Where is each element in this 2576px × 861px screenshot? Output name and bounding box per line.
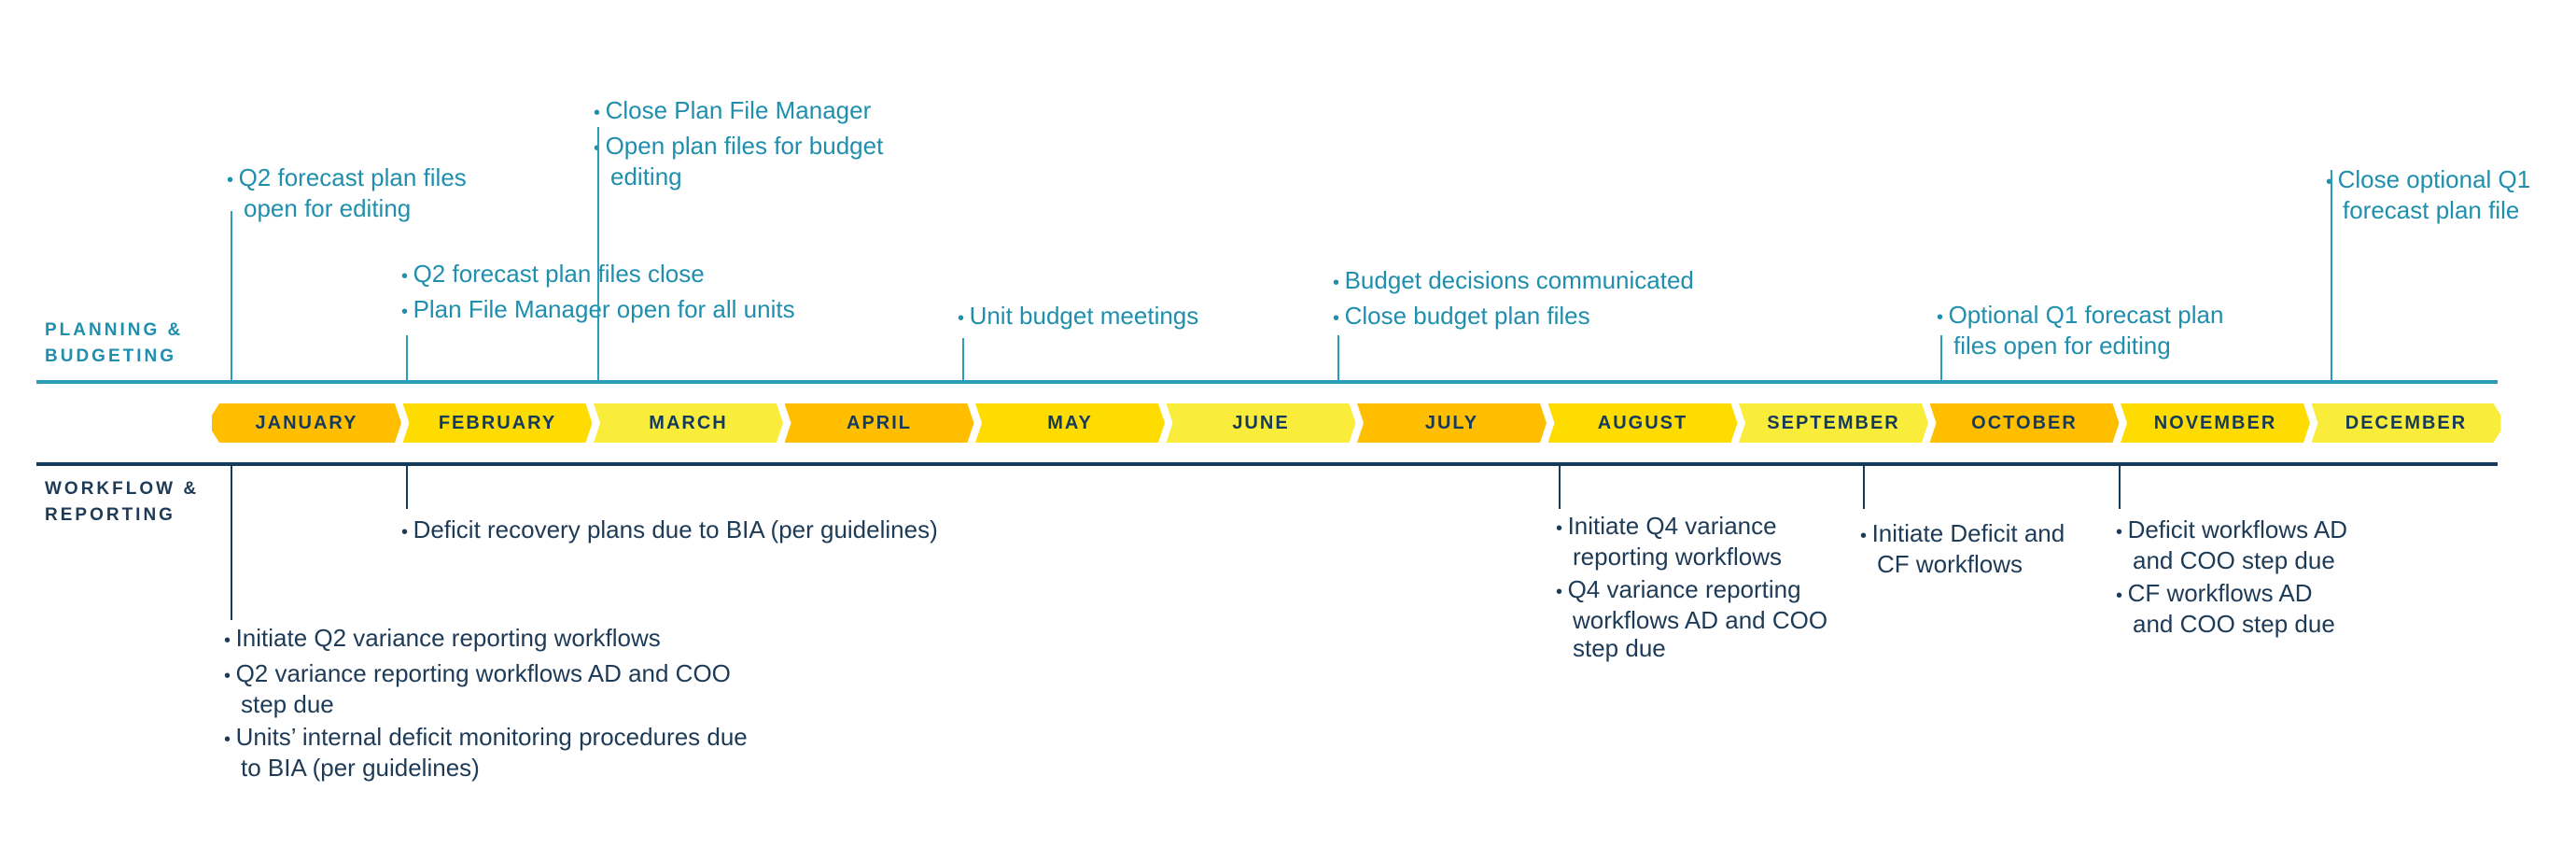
month-january: JANUARY [212, 403, 401, 443]
month-march: MARCH [594, 403, 783, 443]
milestone-text: Q2 forecast plan files [227, 163, 467, 194]
milestone-text: Close optional Q1 [2326, 165, 2531, 196]
milestone-item: Initiate Q2 variance reporting workflows [224, 624, 748, 655]
milestone-connector [1940, 335, 1942, 381]
month-november: NOVEMBER [2121, 403, 2310, 443]
milestone-text: Q2 forecast plan files close [401, 260, 795, 290]
milestone-text: open for editing [244, 194, 412, 222]
planning-milestone-mar: Close Plan File ManagerOpen plan files f… [594, 96, 884, 195]
month-may: MAY [975, 403, 1165, 443]
milestone-text: step due [1573, 634, 1666, 662]
month-june: JUNE [1166, 403, 1356, 443]
planning-milestone-feb: Q2 forecast plan files closePlan File Ma… [401, 260, 795, 331]
milestone-text: Q4 variance reporting [1556, 575, 1827, 606]
milestone-item: Unit budget meetings [958, 302, 1199, 332]
milestone-text: Close Plan File Manager [594, 96, 883, 127]
milestone-connector [597, 127, 599, 381]
milestone-text: Open plan files for budget [594, 132, 884, 162]
workflow-milestone-feb: Deficit recovery plans due to BIA (per g… [401, 515, 938, 551]
milestone-item: Close budget plan files [1333, 302, 1694, 332]
milestone-text: Plan File Manager open for all units [401, 295, 795, 326]
milestone-text: Unit budget meetings [958, 302, 1199, 332]
lane-label-line: BUDGETING [45, 346, 176, 366]
lane-label-line: PLANNING & [45, 320, 184, 340]
milestone-text: CF workflows AD [2116, 579, 2347, 610]
milestone-text: and COO step due [2133, 546, 2335, 574]
milestone-item: Close Plan File Manager [594, 96, 883, 127]
milestone-item: Budget decisions communicated [1333, 266, 1694, 297]
month-april: APRIL [784, 403, 974, 443]
milestone-text: Budget decisions communicated [1333, 266, 1694, 297]
milestone-text: Initiate Q4 variance [1556, 512, 1827, 543]
milestone-text: workflows AD and COO [1573, 606, 1828, 634]
milestone-connector [2331, 170, 2332, 381]
milestone-connector [231, 464, 232, 620]
milestone-item: Deficit recovery plans due to BIA (per g… [401, 515, 938, 546]
milestone-item: Q2 forecast plan files close [401, 260, 795, 290]
month-february: FEBRUARY [402, 403, 593, 443]
month-july: JULY [1357, 403, 1547, 443]
milestone-text: Optional Q1 forecast plan [1937, 301, 2224, 332]
milestone-text: step due [241, 690, 334, 718]
planning-milestone-jul: Budget decisions communicatedClose budge… [1333, 266, 1694, 337]
milestone-text: files open for editing [1953, 332, 2171, 360]
lane-label-line: REPORTING [45, 505, 175, 525]
milestone-item: Units’ internal deficit monitoring proce… [224, 723, 748, 782]
workflow-milestone-jan: Initiate Q2 variance reporting workflows… [224, 624, 748, 786]
milestone-connector [406, 464, 408, 509]
milestone-connector [1863, 464, 1865, 509]
milestone-text: Units’ internal deficit monitoring proce… [224, 723, 748, 754]
month-august: AUGUST [1547, 403, 1738, 443]
milestone-item: Plan File Manager open for all units [401, 295, 795, 326]
milestone-text: Deficit workflows AD [2116, 515, 2348, 546]
milestone-text: Q2 variance reporting workflows AD and C… [224, 659, 748, 690]
milestone-connector [962, 338, 964, 381]
milestone-text: Initiate Deficit and [1860, 519, 2065, 550]
milestone-connector [1337, 335, 1339, 381]
milestone-text: Initiate Q2 variance reporting workflows [224, 624, 748, 655]
milestone-connector [1559, 464, 1561, 509]
milestone-text: Close budget plan files [1333, 302, 1694, 332]
planning-milestone-may: Unit budget meetings [958, 302, 1199, 337]
milestone-text: editing [610, 162, 682, 191]
milestone-connector [406, 335, 408, 381]
planning-axis-line [36, 380, 2498, 384]
milestone-connector [597, 335, 599, 381]
milestone-text: forecast plan file [2343, 196, 2520, 224]
month-october: OCTOBER [1929, 403, 2120, 443]
workflow-axis-line [36, 462, 2498, 466]
lane-label-workflow: WORKFLOW & REPORTING [45, 476, 199, 529]
milestone-text: and COO step due [2133, 610, 2335, 638]
lane-label-planning: PLANNING & BUDGETING [45, 318, 183, 370]
milestone-connector [2119, 464, 2121, 509]
milestone-connector [231, 211, 232, 381]
month-december: DECEMBER [2311, 403, 2501, 443]
milestone-text: CF workflows [1877, 550, 2023, 578]
month-september: SEPTEMBER [1739, 403, 1928, 443]
milestone-text: Deficit recovery plans due to BIA (per g… [401, 515, 938, 546]
milestone-text: to BIA (per guidelines) [241, 754, 480, 782]
lane-label-line: WORKFLOW & [45, 479, 200, 499]
milestone-text: reporting workflows [1573, 543, 1782, 571]
milestone-item: Q2 variance reporting workflows AD and C… [224, 659, 748, 718]
